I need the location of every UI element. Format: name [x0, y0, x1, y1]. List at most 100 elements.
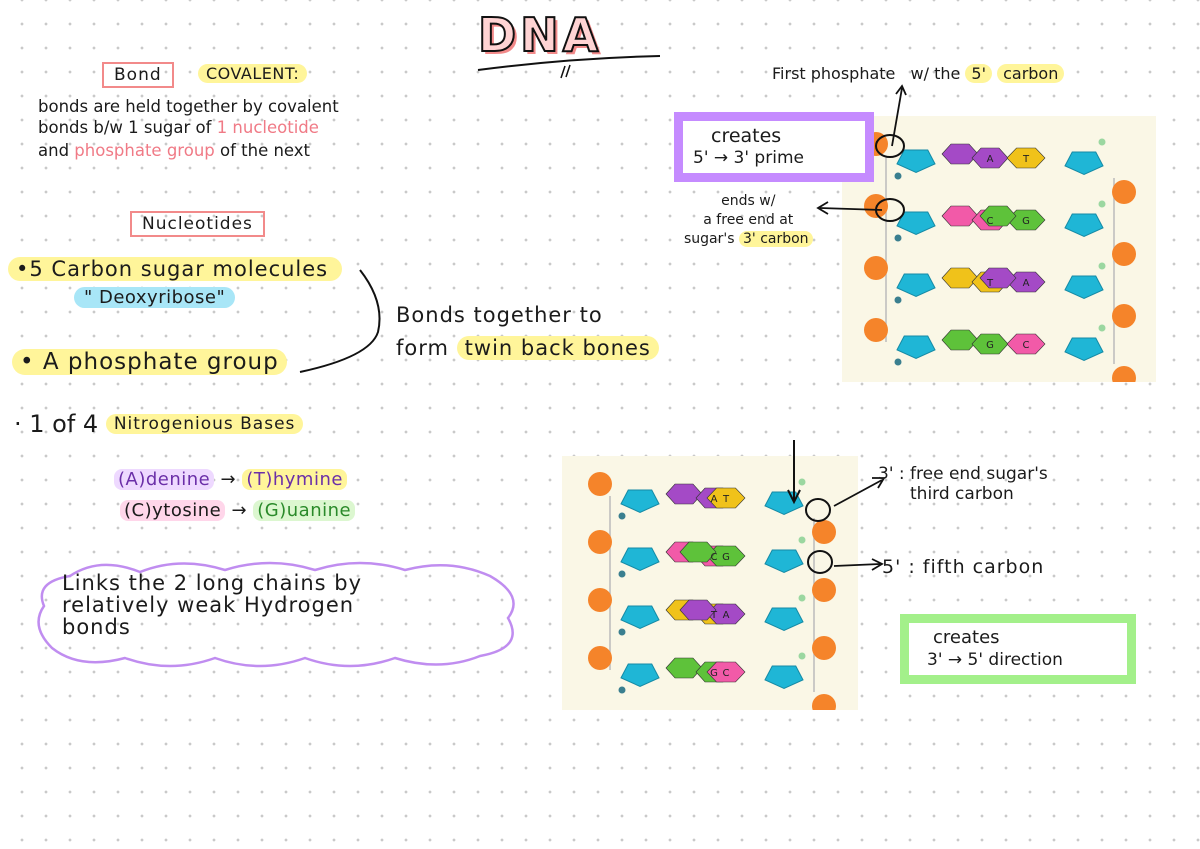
phosphate-circle	[1112, 366, 1136, 382]
base-letter: G	[710, 668, 718, 679]
base-letter: A	[711, 494, 718, 505]
pair-arrow-1: →	[220, 469, 237, 490]
base-ring	[706, 603, 746, 625]
bond-type: COVALENT:	[198, 64, 308, 83]
base-ring	[1006, 271, 1046, 293]
base-letter: C	[987, 216, 994, 227]
phosphate-circle	[812, 578, 836, 602]
base-ring	[941, 267, 979, 289]
bond-line-2-text: bonds b/w 1 sugar of	[38, 118, 212, 137]
connector-dot	[894, 172, 902, 180]
base-letter: G	[986, 340, 994, 351]
base-letter: T	[722, 494, 730, 505]
brace-connector	[299, 269, 381, 373]
phosphate-circle	[1112, 180, 1136, 204]
five-prime-hl: 5'	[965, 64, 992, 83]
base-ring	[1006, 209, 1046, 231]
twin-backbones: twin back bones	[456, 336, 659, 360]
bond-line-2: bonds b/w 1 sugar of 1 nucleotide	[38, 117, 319, 138]
cloud-line-3: bonds	[62, 615, 131, 639]
sugar-pentagon	[620, 489, 660, 513]
first-phosphate-text: First phosphate	[772, 64, 896, 83]
with-the-text: w/ the	[910, 64, 961, 83]
base-ring	[1006, 147, 1046, 169]
bottom-creates-label: creates	[933, 627, 1000, 648]
top-creates-box: creates 5' → 3' prime	[674, 112, 874, 182]
three-prime-circle	[805, 498, 831, 522]
phosphate-circle	[1112, 242, 1136, 266]
connector-dot	[798, 478, 806, 486]
base-letter: T	[986, 278, 994, 289]
phosphate-circle	[812, 520, 836, 544]
base-ring	[665, 657, 703, 679]
nucleotides-label: Nucleotides	[130, 211, 265, 237]
pair-arrow-2: →	[231, 500, 248, 521]
connector-dot	[618, 512, 626, 520]
base-letter: C	[711, 552, 718, 563]
phosphate-circle	[864, 256, 888, 280]
sugar-pentagon	[1064, 151, 1104, 175]
base-ring	[706, 487, 746, 509]
base-letter: A	[987, 154, 994, 165]
phosphate-circle	[588, 472, 612, 496]
sugar-pentagon	[1064, 213, 1104, 237]
connector-dot	[1098, 324, 1106, 332]
bottom-pointer-arrow	[787, 440, 801, 505]
nucleotide-item-sugar: •5 Carbon sugar molecules	[8, 257, 343, 281]
nitrogenous-bases: Nitrogenious Bases	[105, 414, 304, 434]
phosphate-circle	[588, 646, 612, 670]
connector-dot	[618, 570, 626, 578]
five-prime-note: 5' : fifth carbon	[882, 556, 1045, 578]
sugar-pentagon	[764, 665, 804, 689]
base-pair-at: (A)denine → (T)hymine	[114, 469, 347, 490]
sugar-pentagon	[620, 663, 660, 687]
base-ring	[941, 205, 979, 227]
sugar-pentagon	[1064, 337, 1104, 361]
base-ring	[941, 143, 979, 165]
bond-line-3-post: of the next	[220, 141, 311, 160]
sugar-pentagon	[620, 605, 660, 629]
connector-dot	[894, 358, 902, 366]
cytosine: (C)ytosine	[120, 500, 226, 521]
carbon-hl: carbon	[997, 64, 1065, 83]
sugar-pentagon	[896, 211, 936, 235]
phosphate-circle	[864, 318, 888, 342]
base-ring	[665, 483, 703, 505]
ends-arrow	[816, 201, 883, 215]
connector-dot	[1098, 138, 1106, 146]
first-phosphate-circle	[875, 134, 905, 158]
sugar-pentagon	[896, 273, 936, 297]
adenine: (A)denine	[114, 469, 215, 490]
connector-dot	[894, 234, 902, 242]
three-prime-line-2: third carbon	[910, 484, 1014, 504]
base-pair-cg: (C)ytosine → (G)uanine	[120, 500, 356, 521]
phosphate-circle	[812, 636, 836, 660]
three-prime-note: 3' : free end sugar's third carbon	[878, 464, 1048, 504]
base-ring	[979, 267, 1017, 289]
hydrogen-bond-cloud	[37, 561, 515, 668]
cloud-line-1: Links the 2 long chains by	[62, 571, 363, 595]
three-prime-line-1: 3' : free end sugar's	[878, 464, 1048, 484]
ends-line-3: sugar's 3' carbon	[684, 230, 813, 249]
connector-dot	[798, 536, 806, 544]
ends-line-1: ends w/	[721, 193, 776, 209]
page-title: DNA	[477, 7, 603, 63]
connector-dot	[618, 686, 626, 694]
sugar-pentagon	[896, 335, 936, 359]
bottom-creates-box: creates 3' → 5' direction	[900, 614, 1136, 684]
base-ring	[941, 329, 979, 351]
base-ring	[706, 545, 746, 567]
base-letter: T	[1022, 154, 1030, 165]
base-ring	[679, 541, 717, 563]
connector-dot	[1098, 262, 1106, 270]
connector-dot	[798, 594, 806, 602]
bond-line-1: bonds are held together by covalent	[38, 97, 339, 116]
base-letter: T	[710, 610, 718, 621]
first-phosphate-arrow	[891, 84, 907, 147]
connector-dot	[1098, 200, 1106, 208]
phosphate-circle	[588, 588, 612, 612]
bond-label: Bond	[102, 62, 174, 88]
form-text: form twin back bones	[396, 336, 659, 360]
